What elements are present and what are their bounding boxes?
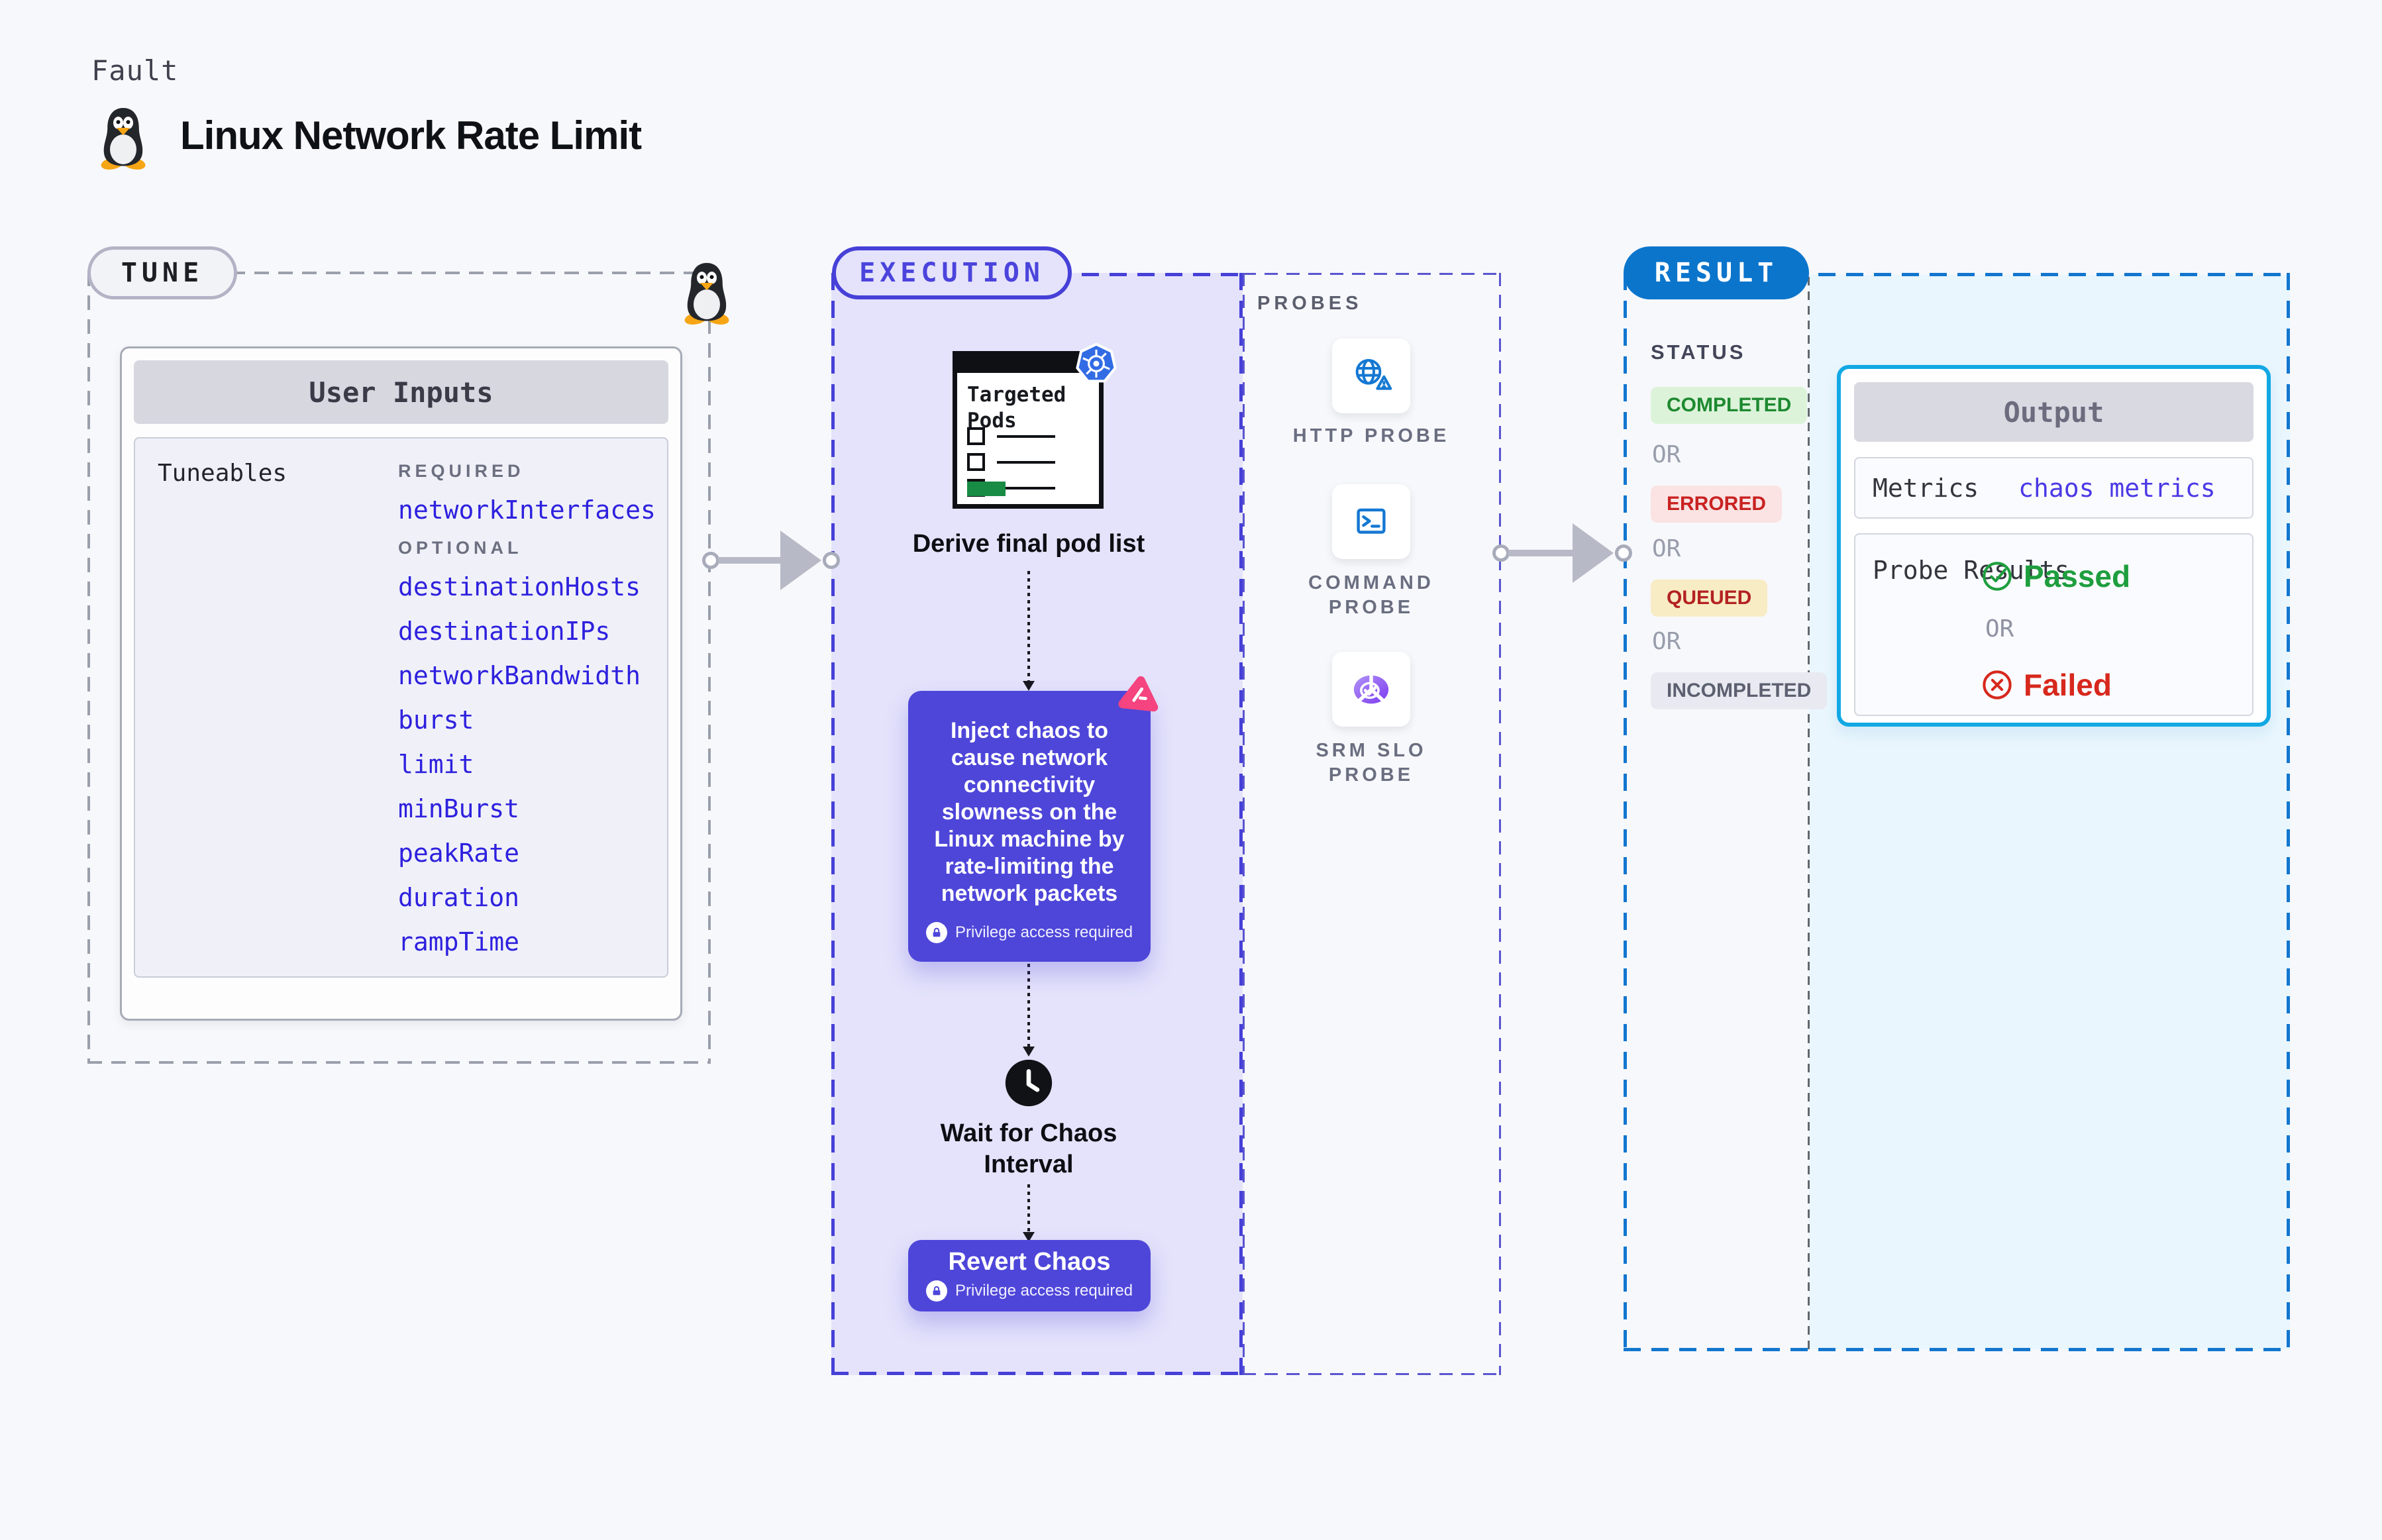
result-status-divider xyxy=(1808,277,1810,1350)
probe-failed-row: Failed xyxy=(1981,667,2112,703)
x-circle-icon xyxy=(1983,670,2012,699)
pod-checklist-row xyxy=(967,453,1055,471)
http-probe-card xyxy=(1332,338,1410,413)
lock-icon xyxy=(925,922,947,943)
privilege-note: Privilege access required xyxy=(955,1282,1133,1300)
tuneables-label: Tuneables xyxy=(158,460,287,487)
targeted-pods-header-bar xyxy=(957,356,1099,373)
user-inputs-card: User Inputs Tuneables REQUIRED networkIn… xyxy=(120,346,682,1021)
passed-label: Passed xyxy=(2024,559,2131,593)
chaos-fault-icon xyxy=(1118,676,1159,712)
probe-results-label: Probe Results xyxy=(1873,556,2070,585)
tuneable-link[interactable]: duration xyxy=(398,883,520,912)
http-globe-warning-icon xyxy=(1355,358,1392,390)
probe-results-row: Probe Results Passed OR Failed xyxy=(1854,533,2253,716)
probe-passed-row: Passed xyxy=(1981,558,2130,594)
linux-tux-icon xyxy=(101,108,146,170)
flow-connector-arrow xyxy=(1023,1184,1035,1242)
pod-green-bar xyxy=(967,482,1006,496)
srm-slo-donut-check-icon xyxy=(1353,674,1389,703)
user-inputs-title: User Inputs xyxy=(134,360,668,424)
inject-chaos-description: Inject chaos to cause network connectivi… xyxy=(934,718,1125,906)
output-card: Output Metrics chaos metrics Probe Resul… xyxy=(1837,365,2271,727)
command-probe-card xyxy=(1332,484,1410,559)
srm-slo-probe-card xyxy=(1332,652,1410,727)
tune-to-execution-arrow xyxy=(702,530,840,591)
tune-section-pill: TUNE xyxy=(87,246,237,299)
revert-chaos-label: Revert Chaos xyxy=(948,1248,1111,1276)
lock-icon xyxy=(925,1280,947,1302)
tuneables-box: Tuneables REQUIRED networkInterfaces OPT… xyxy=(134,437,668,978)
execution-section-pill: EXECUTION xyxy=(832,246,1072,299)
srm-slo-probe-label: SRM SLO PROBE xyxy=(1316,740,1427,786)
status-badge-errored: ERRORED xyxy=(1651,486,1783,523)
targeted-pods-label: Targeted Pods xyxy=(967,383,1066,433)
or-separator: OR xyxy=(1652,441,1681,468)
tuneable-link[interactable]: limit xyxy=(398,750,474,779)
chaos-metrics-link[interactable]: chaos metrics xyxy=(2018,473,2216,503)
or-separator: OR xyxy=(1652,535,1681,562)
probes-section-frame xyxy=(1243,273,1501,1375)
flow-connector-arrow xyxy=(1023,571,1035,691)
derive-pod-list-step: Derive final pod list xyxy=(912,530,1145,558)
targeted-pods-card: Targeted Pods xyxy=(953,351,1104,509)
check-circle-icon xyxy=(1983,562,2012,591)
kubernetes-icon xyxy=(1076,342,1117,383)
fault-kind-label: Fault xyxy=(91,54,179,87)
wait-clock-icon xyxy=(1005,1059,1053,1107)
tuneable-link[interactable]: networkBandwidth xyxy=(398,661,641,690)
page-title: Linux Network Rate Limit xyxy=(180,113,642,158)
status-badge-queued: QUEUED xyxy=(1651,580,1768,617)
wait-chaos-interval-step: Wait for Chaos Interval xyxy=(940,1119,1117,1178)
revert-chaos-step: Revert Chaos Privilege access required xyxy=(908,1240,1151,1311)
flow-connector-arrow xyxy=(1023,942,1035,1056)
tuneable-link[interactable]: destinationIPs xyxy=(398,617,611,646)
or-separator: OR xyxy=(1652,628,1681,655)
inject-chaos-step: Inject chaos to cause network connectivi… xyxy=(908,691,1151,962)
command-terminal-icon xyxy=(1357,508,1386,534)
status-badge-completed: COMPLETED xyxy=(1651,387,1808,424)
tuneable-link[interactable]: peakRate xyxy=(398,839,520,868)
failed-label: Failed xyxy=(2024,668,2112,702)
http-probe-label: HTTP PROBE xyxy=(1292,425,1450,446)
status-badge-incompleted: INCOMPLETED xyxy=(1651,672,1828,709)
optional-label: OPTIONAL xyxy=(398,538,523,558)
tuneable-link[interactable]: destinationHosts xyxy=(398,572,641,601)
probes-section-label: PROBES xyxy=(1257,293,1363,314)
tuneable-link[interactable]: minBurst xyxy=(398,794,520,823)
result-section-pill: RESULT xyxy=(1624,246,1809,299)
metrics-label: Metrics xyxy=(1873,473,1979,503)
metrics-row: Metrics chaos metrics xyxy=(1854,457,2253,519)
required-label: REQUIRED xyxy=(398,461,525,481)
linux-tux-corner-icon xyxy=(684,263,729,325)
tuneable-link[interactable]: burst xyxy=(398,705,474,735)
command-probe-label: COMMAND PROBE xyxy=(1308,572,1434,618)
pod-checklist-row xyxy=(967,427,1055,445)
tuneable-link[interactable]: networkInterfaces xyxy=(398,495,656,525)
or-separator: OR xyxy=(1985,615,2014,642)
output-title: Output xyxy=(1854,382,2253,442)
privilege-note: Privilege access required xyxy=(955,923,1133,941)
probes-to-result-arrow xyxy=(1492,523,1632,584)
status-label: STATUS xyxy=(1651,340,1746,364)
tuneable-link[interactable]: rampTime xyxy=(398,927,520,956)
